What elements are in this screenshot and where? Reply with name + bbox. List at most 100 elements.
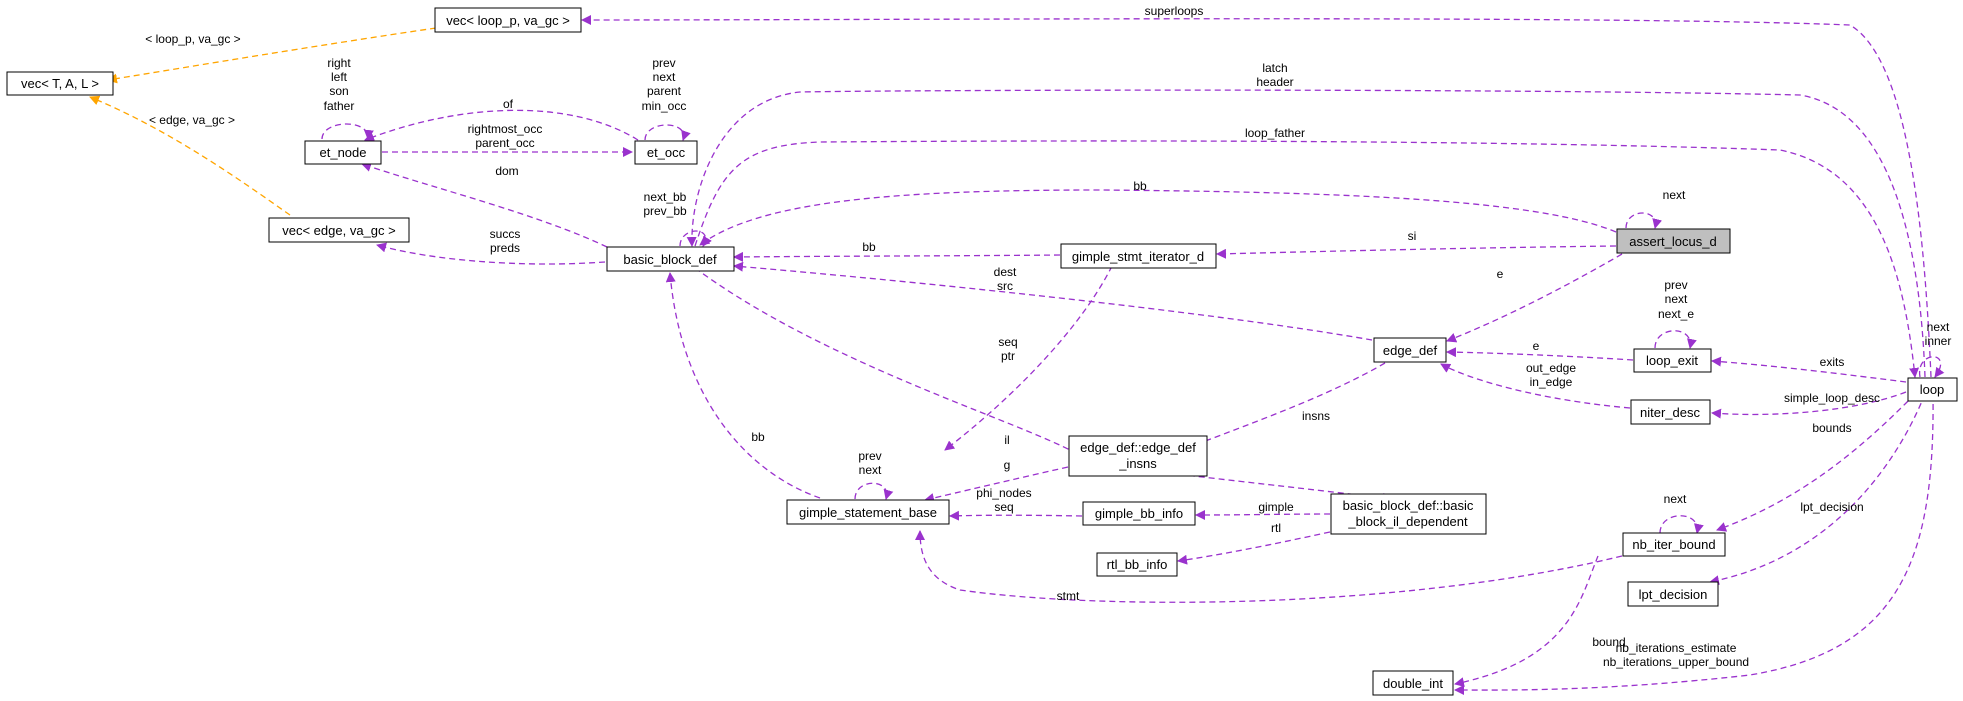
edge-et-node-self (321, 123, 374, 140)
label-bounds: bounds (1812, 421, 1851, 435)
node-niter-desc[interactable]: niter_desc (1630, 399, 1711, 425)
node-vec-loop-p[interactable]: vec< loop_p, va_gc > (434, 7, 582, 33)
edge-edge-def-dest-src (733, 261, 1373, 341)
label-bound: bound (1592, 635, 1625, 649)
node-bb-il-dependent-label-2: _block_il_dependent (1347, 514, 1468, 529)
label-assert-self: next (1663, 188, 1686, 202)
label-loop-self-inner: inner (1925, 334, 1952, 348)
node-loop-exit-label: loop_exit (1646, 353, 1698, 368)
node-bb-il-dependent-label-1: basic_block_def::basic (1343, 498, 1474, 513)
edge-loop-self (1919, 356, 1945, 378)
edge-niter-out-in-edge (1440, 363, 1631, 409)
node-lpt-decision-label: lpt_decision (1639, 587, 1708, 602)
label-et-node-self-2: left (331, 70, 348, 84)
label-parent-occ: parent_occ (475, 136, 534, 150)
label-seq-2: seq (994, 500, 1013, 514)
label-il: il (1004, 433, 1009, 447)
node-double-int[interactable]: double_int (1372, 670, 1454, 696)
edge-loop-simple-loop-desc (1711, 391, 1907, 419)
label-nb-self: next (1664, 492, 1687, 506)
label-src: src (997, 279, 1013, 293)
edge-nb-stmt (915, 530, 1623, 603)
label-e-assert: e (1497, 267, 1504, 281)
edge-loop-latch-header (686, 89, 1926, 378)
node-loop[interactable]: loop (1907, 377, 1958, 402)
edge-et-occ-self (644, 124, 691, 141)
edge-iter-bb (733, 251, 1061, 262)
node-nb-iter-bound[interactable]: nb_iter_bound (1622, 532, 1726, 557)
node-vec-t-a-l-label: vec< T, A, L > (21, 76, 99, 91)
node-loop-exit[interactable]: loop_exit (1633, 348, 1712, 373)
label-phi-nodes: phi_nodes (976, 486, 1031, 500)
label-ptr: ptr (1001, 349, 1015, 363)
label-exits: exits (1820, 355, 1845, 369)
label-nb-iterations-upper-bound: nb_iterations_upper_bound (1603, 655, 1749, 669)
node-gimple-stmt-iterator-d[interactable]: gimple_stmt_iterator_d (1060, 243, 1217, 269)
edge-et-occ-of-et-node (364, 109, 639, 142)
label-si: si (1408, 229, 1417, 243)
node-edge-def[interactable]: edge_def (1373, 337, 1447, 363)
edge-assert-si (1216, 245, 1617, 259)
edge-nb-bound (1454, 555, 1599, 688)
label-bb-assert: bb (1133, 179, 1147, 193)
node-gimple-statement-base-label: gimple_statement_base (799, 505, 937, 520)
label-et-occ-self-2: next (653, 70, 676, 84)
edge-assert-bb (699, 189, 1617, 246)
node-et-occ-label: et_occ (647, 145, 686, 160)
label-loop-exit-self-3: next_e (1658, 307, 1694, 321)
edge-bb-il (694, 267, 1393, 503)
node-vec-edge-label: vec< edge, va_gc > (282, 223, 395, 238)
label-out-edge: out_edge (1526, 361, 1576, 375)
label-succs: succs (490, 227, 521, 241)
label-dest: dest (994, 265, 1017, 279)
node-rtl-bb-info[interactable]: rtl_bb_info (1096, 552, 1178, 577)
edge-assert-self (1625, 212, 1663, 229)
node-et-node[interactable]: et_node (304, 140, 382, 165)
node-double-int-label: double_int (1383, 676, 1443, 691)
edge-bb-info-phi-seq (949, 510, 1083, 521)
label-lpt-decision: lpt_decision (1800, 500, 1863, 514)
label-simple-loop-desc: simple_loop_desc (1784, 391, 1880, 405)
edge-nb-self (1659, 515, 1704, 534)
node-vec-edge[interactable]: vec< edge, va_gc > (268, 217, 410, 243)
node-basic-block-def-label: basic_block_def (623, 252, 717, 267)
node-lpt-decision[interactable]: lpt_decision (1627, 581, 1719, 607)
edge-gsb-seq-ptr (944, 265, 1113, 451)
node-basic-block-def[interactable]: basic_block_def (606, 246, 735, 272)
label-et-occ-self-1: prev (652, 56, 675, 70)
node-edge-def-insns[interactable]: edge_def::edge_def _insns (1068, 435, 1208, 477)
edge-bb-loop-father (694, 140, 1920, 378)
node-vec-loop-p-label: vec< loop_p, va_gc > (446, 13, 570, 28)
label-prev-bb: prev_bb (643, 204, 687, 218)
label-in-edge: in_edge (1530, 375, 1573, 389)
label-edge-va-gc: < edge, va_gc > (149, 113, 235, 127)
label-g: g (1004, 458, 1011, 472)
label-rtl: rtl (1271, 521, 1281, 535)
label-superloops: superloops (1145, 4, 1204, 18)
edge-il-rtl (1177, 531, 1331, 565)
node-assert-locus-d[interactable]: assert_locus_d (1616, 228, 1731, 254)
label-insns: insns (1302, 409, 1330, 423)
node-edge-def-insns-label-2: _insns (1118, 456, 1157, 471)
label-bb-iter: bb (862, 240, 876, 254)
label-et-occ-self-4: min_occ (642, 99, 687, 113)
edge-assert-e (1446, 253, 1623, 343)
label-dom: dom (495, 164, 518, 178)
node-gimple-bb-info[interactable]: gimple_bb_info (1082, 501, 1196, 526)
node-et-occ[interactable]: et_occ (634, 140, 698, 165)
edge-gsb-bb (665, 272, 821, 499)
edge-loop-exits (1711, 356, 1907, 383)
node-assert-locus-d-label: assert_locus_d (1629, 234, 1716, 249)
edge-il-gimple (1195, 509, 1331, 520)
edge-vec-loop-p-to-vec-tal (107, 27, 437, 84)
node-edge-def-insns-label-1: edge_def::edge_def (1080, 440, 1196, 455)
label-gsb-next: next (859, 463, 882, 477)
node-et-node-label: et_node (320, 145, 367, 160)
node-vec-t-a-l[interactable]: vec< T, A, L > (6, 71, 114, 96)
node-bb-il-dependent[interactable]: basic_block_def::basic _block_il_depende… (1330, 493, 1487, 535)
label-loop-exit-self-1: prev (1664, 278, 1687, 292)
edge-loop-exit-e (1446, 347, 1634, 361)
node-gimple-statement-base[interactable]: gimple_statement_base (786, 499, 950, 525)
edge-vec-edge-to-vec-tal (89, 95, 291, 216)
label-next-bb: next_bb (644, 190, 687, 204)
